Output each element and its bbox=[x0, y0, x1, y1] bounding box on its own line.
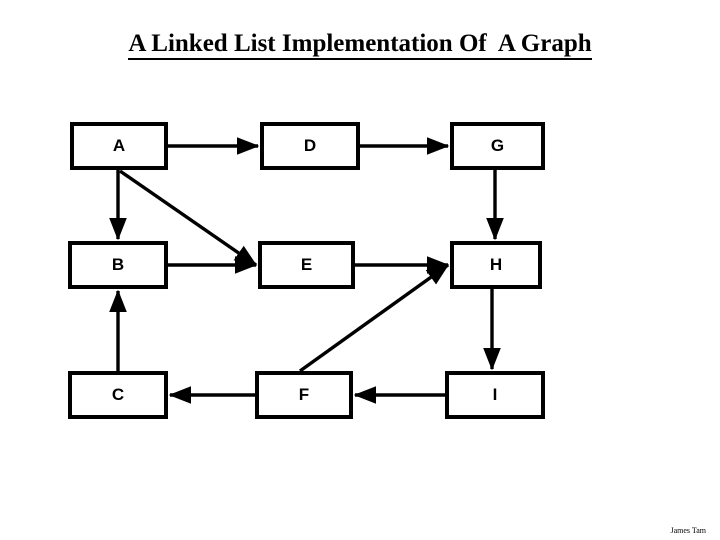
graph-node-label: G bbox=[490, 136, 505, 155]
graph-node-C[interactable]: C bbox=[68, 371, 168, 419]
graph-node-I[interactable]: I bbox=[445, 371, 545, 419]
graph-node-label: H bbox=[489, 255, 503, 274]
graph-node-D[interactable]: D bbox=[260, 122, 360, 170]
graph-node-label: B bbox=[111, 255, 125, 274]
graph-node-label: E bbox=[300, 255, 313, 274]
graph-node-H[interactable]: H bbox=[450, 241, 542, 289]
page-title: A Linked List Implementation Of A Graph bbox=[0, 30, 720, 60]
graph-node-E[interactable]: E bbox=[258, 241, 355, 289]
graph-edge-A-E bbox=[119, 169, 258, 267]
graph-node-G[interactable]: G bbox=[450, 122, 545, 170]
graph-node-label: D bbox=[303, 136, 317, 155]
graph-edge-F-H bbox=[299, 263, 450, 373]
author-credit: James Tam bbox=[670, 526, 706, 535]
graph-node-label: C bbox=[111, 385, 125, 404]
graph-node-B[interactable]: B bbox=[68, 241, 168, 289]
page-title-text: A Linked List Implementation Of A Graph bbox=[128, 30, 592, 60]
graph-node-label: F bbox=[298, 385, 310, 404]
graph-node-label: I bbox=[492, 385, 498, 404]
graph-node-A[interactable]: A bbox=[70, 122, 168, 170]
graph-node-F[interactable]: F bbox=[255, 371, 353, 419]
graph-node-label: A bbox=[112, 136, 126, 155]
